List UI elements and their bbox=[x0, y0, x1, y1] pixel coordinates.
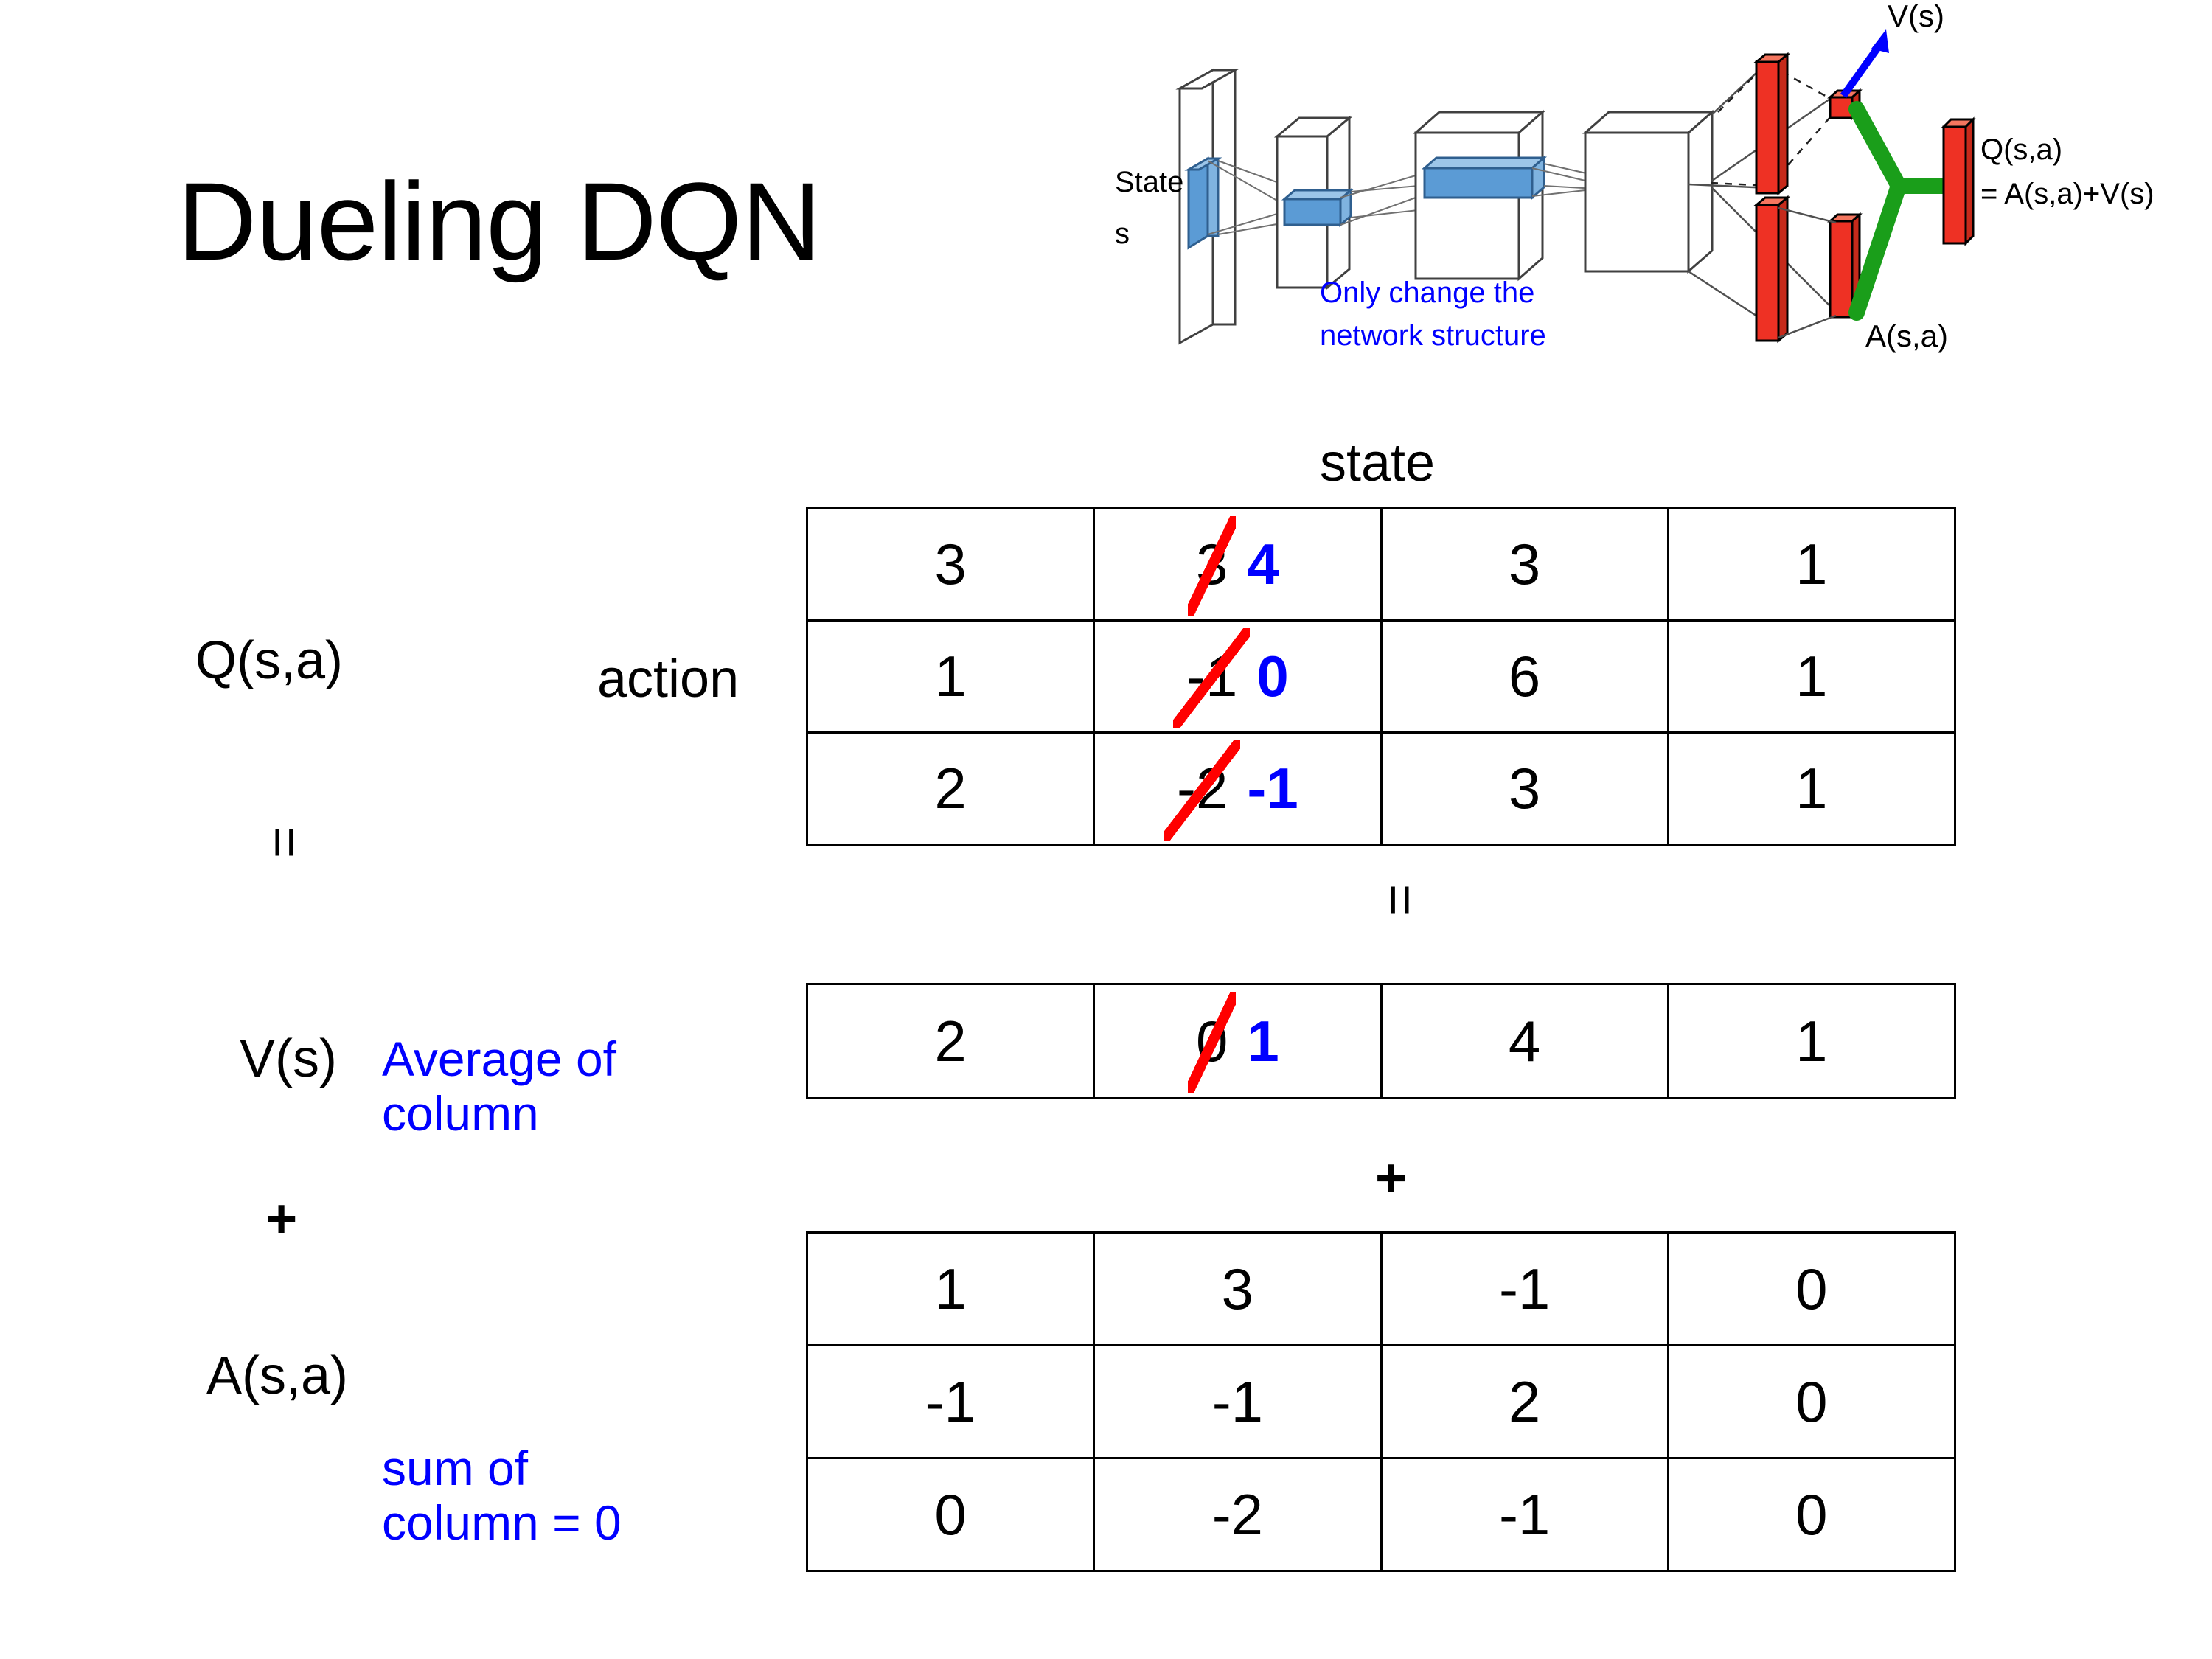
cell-value: 3 bbox=[934, 532, 967, 597]
table-cell: 2 bbox=[805, 983, 1096, 1099]
table-cell: 2 bbox=[1380, 1344, 1669, 1459]
cell-value: 1 bbox=[934, 644, 967, 709]
sum-of-column-note: sum of column = 0 bbox=[382, 1441, 622, 1550]
table-cell: -1 bbox=[805, 1344, 1096, 1459]
table-cell: 2 bbox=[805, 731, 1096, 846]
replacement-value: -1 bbox=[1247, 756, 1298, 821]
cell-value: -1 bbox=[1498, 1481, 1551, 1547]
cell-value: -2 bbox=[1211, 1481, 1264, 1547]
table-cell: 4 bbox=[1380, 983, 1669, 1099]
q-row-label: Q(s,a) bbox=[195, 631, 344, 690]
cell-value: 1 bbox=[1795, 532, 1828, 597]
table-cell: -2-1 bbox=[1093, 731, 1382, 846]
state-axis-label: state bbox=[1320, 434, 1436, 493]
table-cell: 3 bbox=[1093, 1231, 1382, 1346]
struck-value: -2 bbox=[1163, 740, 1241, 841]
v-row-label: V(s) bbox=[240, 1029, 337, 1088]
replacement-value: 0 bbox=[1256, 644, 1289, 709]
a-table: 1 3 -1 0 -1 -1 2 0 0 -2 -1 0 bbox=[805, 1231, 1957, 1572]
table-cell: 6 bbox=[1380, 619, 1669, 734]
cell-value: 0 bbox=[934, 1481, 967, 1547]
cell-value: 3 bbox=[1508, 532, 1541, 597]
table-cell: 1 bbox=[1666, 619, 1957, 734]
table-cell: -1 bbox=[1380, 1457, 1669, 1572]
page-title: Dueling DQN bbox=[177, 159, 821, 283]
diagram-note-line1: Only change the bbox=[1320, 276, 1534, 309]
cell-value: -1 bbox=[1211, 1368, 1264, 1434]
table-row: 0 -2 -1 0 bbox=[805, 1457, 1957, 1572]
diagram-q-label-line2: = A(s,a)+V(s) bbox=[1980, 178, 2154, 210]
cell-value: 1 bbox=[1795, 756, 1828, 821]
table-cell: 0 bbox=[1666, 1344, 1957, 1459]
diagram-note-line2: network structure bbox=[1320, 319, 1546, 352]
cell-value: 3 bbox=[1221, 1256, 1254, 1321]
value-arrow bbox=[1840, 29, 1889, 98]
table-cell: 0 bbox=[805, 1457, 1096, 1572]
dueling-network-diagram: State s Only change the network structur… bbox=[1106, 0, 2212, 413]
table-cell: 3 bbox=[805, 507, 1096, 622]
cell-value: 0 bbox=[1795, 1368, 1828, 1434]
equals-symbol-left: = bbox=[254, 826, 316, 859]
diagram-advantage-label: A(s,a) bbox=[1865, 319, 1948, 353]
cell-value: 0 bbox=[1795, 1481, 1828, 1547]
diagram-state-label-line1: State bbox=[1115, 166, 1183, 198]
diagram-value-label: V(s) bbox=[1888, 0, 1944, 33]
table-cell: 3 bbox=[1380, 507, 1669, 622]
table-cell: -1 bbox=[1093, 1344, 1382, 1459]
struck-value: -1 bbox=[1172, 627, 1251, 729]
diagram-state-label-line2: s bbox=[1115, 218, 1130, 250]
table-cell: -1 bbox=[1380, 1231, 1669, 1346]
equals-symbol-middle: = bbox=[1370, 883, 1432, 917]
table-cell: 0 bbox=[1666, 1231, 1957, 1346]
cell-value: -1 bbox=[925, 1368, 976, 1434]
cell-value: 4 bbox=[1508, 1008, 1541, 1074]
table-cell: 1 bbox=[805, 619, 1096, 734]
a-row-label: A(s,a) bbox=[206, 1346, 349, 1405]
action-axis-label: action bbox=[597, 650, 740, 709]
cell-value: 2 bbox=[934, 756, 967, 821]
cell-value: 3 bbox=[1508, 756, 1541, 821]
plus-symbol-left: + bbox=[265, 1188, 298, 1249]
table-cell: 1 bbox=[1666, 731, 1957, 846]
cell-value: 1 bbox=[934, 1256, 967, 1321]
cell-value: 2 bbox=[934, 1008, 967, 1074]
cell-value: 0 bbox=[1795, 1256, 1828, 1321]
table-row: 1 3 -1 0 bbox=[805, 1231, 1957, 1346]
table-cell: 1 bbox=[1666, 507, 1957, 622]
table-cell: 3 bbox=[1380, 731, 1669, 846]
cell-value: -1 bbox=[1498, 1256, 1551, 1321]
average-of-column-note: Average of column bbox=[382, 1032, 617, 1141]
table-cell: 1 bbox=[805, 1231, 1096, 1346]
cell-value: 1 bbox=[1795, 1008, 1828, 1074]
struck-value: 3 bbox=[1187, 515, 1237, 617]
table-cell: 1 bbox=[1666, 983, 1957, 1099]
plus-symbol-middle: + bbox=[1375, 1147, 1408, 1208]
replacement-value: 4 bbox=[1247, 532, 1279, 597]
replacement-value: 1 bbox=[1247, 1008, 1279, 1074]
table-cell: -2 bbox=[1093, 1457, 1382, 1572]
diagram-q-label-line1: Q(s,a) bbox=[1980, 133, 2062, 166]
cell-value: 1 bbox=[1795, 644, 1828, 709]
table-row: 2 -2-1 3 1 bbox=[805, 731, 1957, 846]
table-cell: 0 bbox=[1666, 1457, 1957, 1572]
struck-value: 0 bbox=[1187, 992, 1237, 1093]
cell-value: 2 bbox=[1508, 1368, 1541, 1434]
cell-value: 6 bbox=[1508, 644, 1541, 709]
table-row: -1 -1 2 0 bbox=[805, 1344, 1957, 1459]
